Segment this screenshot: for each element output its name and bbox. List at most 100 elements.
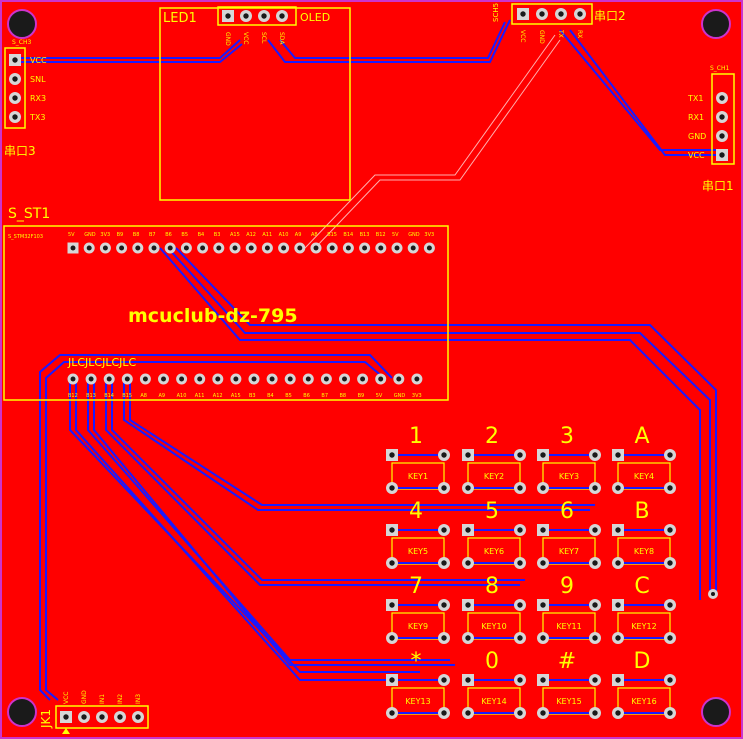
pad-hole — [362, 245, 368, 251]
pad-hole — [615, 560, 621, 566]
pad-hole — [719, 133, 725, 139]
key-ref: KEY2 — [484, 472, 504, 481]
pin-label: TX1 — [687, 94, 703, 103]
key-ref: KEY14 — [481, 697, 506, 706]
pin-label: IN2 — [117, 694, 124, 704]
pad-hole — [592, 452, 598, 458]
key-label: * — [411, 649, 422, 674]
pad-hole — [135, 245, 141, 251]
pad-hole — [142, 376, 148, 382]
jk1-ref: JK1 — [39, 709, 53, 729]
pad-hole — [592, 635, 598, 641]
pin-label: VCC — [242, 32, 249, 44]
pin-label: B9 — [117, 232, 124, 238]
pad-hole — [540, 527, 546, 533]
pad-hole — [243, 13, 249, 19]
pad-hole — [615, 677, 621, 683]
key-label: 5 — [485, 499, 499, 524]
key-ref: KEY10 — [481, 622, 506, 631]
key-ref: KEY4 — [634, 472, 654, 481]
pad-hole — [517, 602, 523, 608]
mcu-outline — [3, 225, 449, 401]
pad-hole — [540, 710, 546, 716]
pad-hole — [261, 13, 267, 19]
pad-hole — [465, 560, 471, 566]
pin-label: IN3 — [135, 694, 142, 704]
key-ref: KEY7 — [559, 547, 579, 556]
pin-label: 3V3 — [100, 232, 110, 238]
pad-hole — [216, 245, 222, 251]
pad-hole — [342, 376, 347, 382]
pin-label: B4 — [198, 232, 205, 238]
pad-hole — [305, 376, 311, 382]
key-label: 6 — [560, 499, 574, 524]
pad-hole — [667, 602, 673, 608]
pad-hole — [441, 710, 447, 716]
pad-hole — [389, 527, 395, 533]
pad-hole — [63, 714, 69, 720]
pad-hole — [106, 376, 112, 382]
pad-hole — [389, 677, 395, 683]
pad-hole — [378, 245, 384, 251]
pin-label: GND — [408, 232, 420, 238]
uart3-ref: 串口3 — [4, 144, 36, 158]
pin-label: IN1 — [99, 694, 106, 704]
board-title: mcuclub-dz-795 — [128, 305, 298, 327]
pad-hole — [558, 11, 564, 17]
pad-hole — [389, 560, 395, 566]
key-ref: KEY13 — [405, 697, 430, 706]
pad-hole — [179, 376, 185, 382]
key-ref: KEY11 — [556, 622, 581, 631]
pad-hole — [135, 714, 141, 720]
pin-label: B7 — [149, 232, 156, 238]
pin-label: A15 — [231, 393, 241, 399]
pad-hole — [360, 376, 366, 382]
pad-hole — [517, 452, 523, 458]
pad-hole — [719, 114, 725, 120]
pad-hole — [540, 560, 546, 566]
keypad-key[interactable]: #KEY15 — [537, 649, 601, 719]
key-label: B — [634, 499, 649, 524]
oled-ref: LED1 — [163, 11, 197, 26]
pad-hole — [297, 245, 303, 251]
pad-hole — [520, 11, 526, 17]
pin-label: VCC — [30, 56, 47, 65]
pin-label: 3V3 — [424, 232, 434, 238]
pad-hole — [517, 560, 523, 566]
mounting-hole — [7, 9, 37, 39]
key-label: C — [634, 574, 649, 599]
pad-hole — [667, 560, 673, 566]
pin-label: B7 — [321, 393, 328, 399]
pad-hole — [287, 376, 293, 382]
pad-hole — [667, 485, 673, 491]
pin-label: A9 — [295, 232, 302, 238]
keypad-key[interactable]: * KEY13 — [386, 649, 450, 719]
pad-hole — [517, 485, 523, 491]
mounting-holes — [7, 9, 731, 727]
pad-hole — [441, 635, 447, 641]
pin-label: B6 — [303, 393, 310, 399]
pin-label: SDA — [278, 32, 285, 45]
pin-label: RX — [576, 30, 583, 38]
pin-label: B15 — [122, 393, 132, 399]
pin-label: B14 — [104, 393, 114, 399]
pad-hole — [12, 114, 18, 120]
pin-label: B8 — [340, 393, 347, 399]
pad-hole — [12, 57, 18, 63]
pin-label: B13 — [86, 393, 96, 399]
